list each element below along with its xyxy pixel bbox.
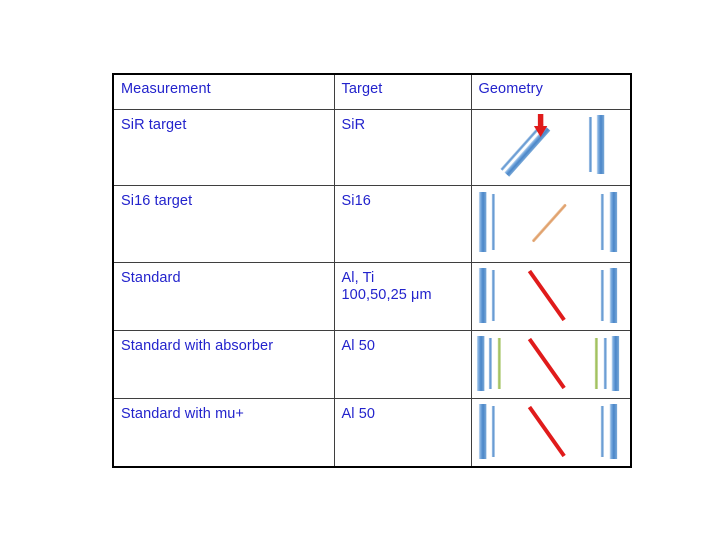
header-label-geometry: Geometry <box>478 81 543 97</box>
target-foil <box>527 405 566 458</box>
cell-geometry <box>470 185 632 263</box>
target-label: SiR <box>341 117 366 133</box>
detector-bars-right <box>600 268 617 323</box>
detector-bars-right <box>588 115 604 174</box>
cell-measurement: Standard with absorber <box>112 330 335 399</box>
measurement-label: Standard <box>121 270 181 286</box>
cell-target: Si16 <box>333 185 472 263</box>
table-row: Standard with mu+ Al 50 <box>112 398 632 468</box>
target-label: Si16 <box>341 193 371 209</box>
cell-measurement: Standard with mu+ <box>112 398 335 468</box>
measurement-label: Si16 target <box>121 193 193 209</box>
detector-bars-left <box>478 268 495 323</box>
table-row: Standard Al, Ti 100,50,25 μm <box>112 262 632 331</box>
cell-geometry <box>470 398 632 468</box>
cell-measurement: Standard <box>112 262 335 331</box>
standard-mu-geometry-diagram <box>478 404 617 459</box>
table-row: SiR target SiR <box>112 109 632 186</box>
cell-target: SiR <box>333 109 472 186</box>
measurement-label: Standard with mu+ <box>121 406 245 422</box>
cell-target: Al 50 <box>333 330 472 399</box>
header-cell-target: Target <box>333 73 472 110</box>
target-foil <box>527 337 566 390</box>
beam-arrow-icon <box>533 114 547 137</box>
geometry-comparison-table: Measurement Target Geometry SiR target S… <box>112 73 632 468</box>
cell-geometry <box>470 330 632 399</box>
header-cell-geometry: Geometry <box>470 73 632 110</box>
header-label-target: Target <box>341 81 383 97</box>
absorber-bar-left <box>497 338 501 389</box>
si16-target-geometry-diagram <box>478 192 617 252</box>
detector-bars-left <box>476 336 492 391</box>
standard-geometry-diagram <box>478 268 617 323</box>
table-row: Si16 target Si16 <box>112 185 632 263</box>
target-foil <box>527 269 566 322</box>
cell-target: Al, Ti 100,50,25 μm <box>333 262 472 331</box>
tilted-target-bar <box>499 122 550 177</box>
header-label-measurement: Measurement <box>121 81 211 97</box>
cell-geometry <box>470 109 632 186</box>
detector-bars-right <box>600 404 617 459</box>
cell-target: Al 50 <box>333 398 472 468</box>
detector-bars-right <box>600 192 617 252</box>
table-row: Standard with absorber Al 50 <box>112 330 632 399</box>
cell-measurement: SiR target <box>112 109 335 186</box>
table-header-row: Measurement Target Geometry <box>112 73 632 110</box>
target-label: Al, Ti 100,50,25 μm <box>341 270 432 303</box>
detector-bars-left <box>478 192 495 252</box>
cell-geometry <box>470 262 632 331</box>
detector-bars-left <box>478 404 495 459</box>
target-foil <box>531 203 566 243</box>
absorber-bar-right <box>594 338 598 389</box>
cell-measurement: Si16 target <box>112 185 335 263</box>
detector-bars-right <box>603 336 619 391</box>
header-cell-measurement: Measurement <box>112 73 335 110</box>
target-label: Al 50 <box>341 338 376 354</box>
standard-absorber-geometry-diagram <box>476 336 619 391</box>
sir-target-geometry-diagram <box>499 114 604 177</box>
measurement-label: Standard with absorber <box>121 338 274 354</box>
target-label: Al 50 <box>341 406 376 422</box>
measurement-label: SiR target <box>121 117 187 133</box>
